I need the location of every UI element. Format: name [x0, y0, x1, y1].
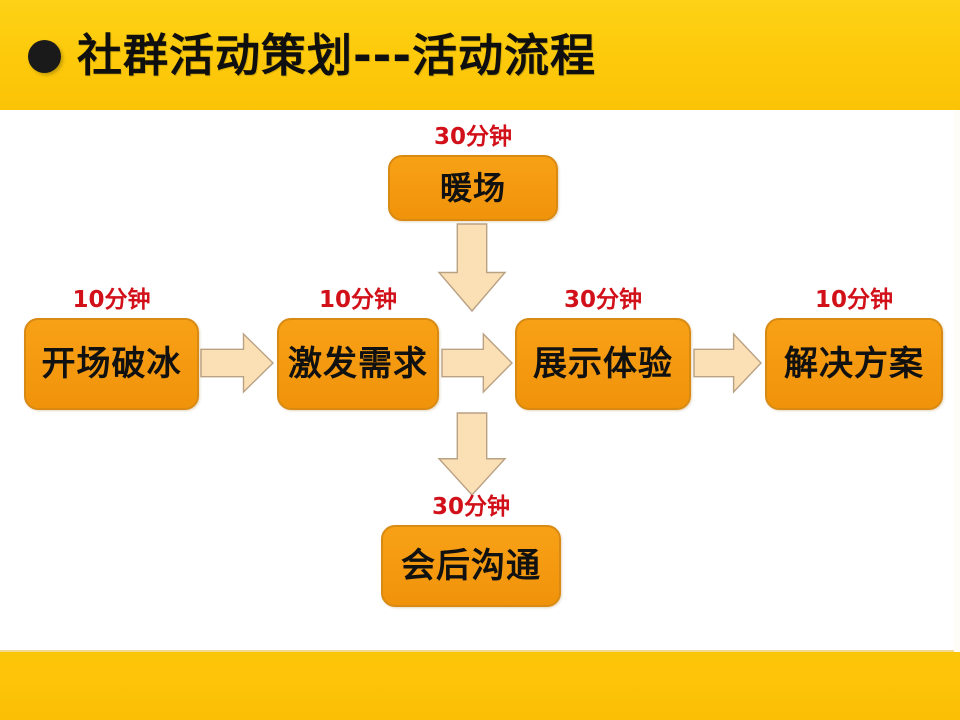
arrow-demand-to-followup	[437, 412, 507, 497]
slide-header: 社群活动策划---活动流程	[0, 0, 960, 110]
process-node-icebreak[interactable]: 开场破冰	[24, 318, 199, 410]
duration-caption-followup: 30分钟	[431, 494, 510, 520]
arrow-icebreak-to-demand	[200, 332, 275, 394]
process-node-label: 激发需求	[288, 344, 428, 384]
arrow-showcase-to-solution	[693, 332, 763, 394]
header-content: 社群活动策划---活动流程	[28, 32, 596, 80]
process-node-label: 展示体验	[533, 344, 673, 384]
arrow-demand-to-showcase	[441, 332, 514, 394]
process-node-label: 会后沟通	[401, 546, 541, 586]
page-title: 社群活动策划---活动流程	[77, 29, 597, 82]
duration-caption-icebreak: 10分钟	[72, 287, 151, 313]
process-node-showcase[interactable]: 展示体验	[515, 318, 691, 410]
right-edge-strip	[954, 110, 960, 652]
duration-caption-solution: 10分钟	[814, 287, 893, 313]
process-node-followup[interactable]: 会后沟通	[381, 525, 561, 607]
duration-caption-demand: 10分钟	[318, 287, 397, 313]
footer-divider	[0, 650, 960, 652]
process-node-solution[interactable]: 解决方案	[765, 318, 943, 410]
arrow-warmup-to-demand	[437, 223, 507, 313]
process-node-demand[interactable]: 激发需求	[277, 318, 439, 410]
bullet-dot-icon	[28, 39, 61, 73]
process-node-label: 解决方案	[784, 344, 924, 384]
duration-caption-showcase: 30分钟	[563, 287, 642, 313]
slide-footer	[0, 652, 960, 720]
duration-caption-warmup: 30分钟	[433, 124, 512, 150]
process-node-label: 暖场	[439, 169, 506, 207]
process-node-label: 开场破冰	[41, 344, 182, 384]
process-node-warmup[interactable]: 暖场	[388, 155, 558, 221]
